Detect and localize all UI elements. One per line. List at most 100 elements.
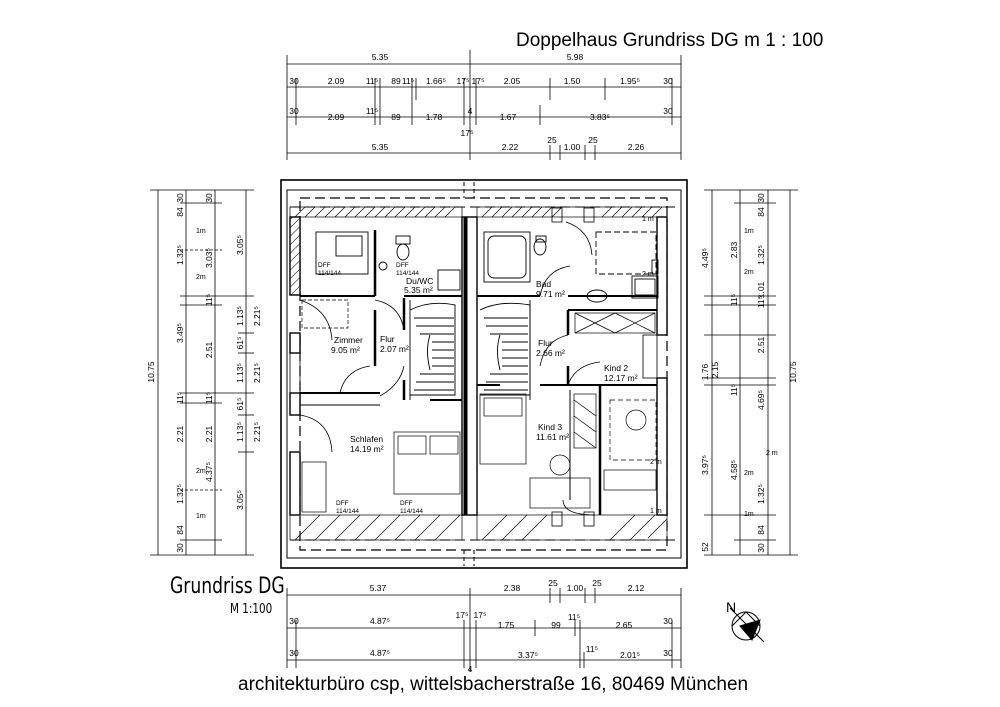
dim-label: 30: [756, 193, 766, 203]
dim-label: 4: [468, 106, 473, 116]
dim-label: 11⁵: [204, 294, 214, 306]
dim-label: 2.21⁵: [252, 306, 262, 326]
dim-label: 4.69⁵: [756, 390, 766, 410]
dim-label: 61⁵: [235, 337, 245, 350]
room-name: Schlafen: [350, 434, 383, 444]
dimension-lines-right: [704, 189, 798, 556]
dim-label: 1.67: [500, 112, 517, 122]
dimension-lines-top: [286, 50, 682, 160]
staircase-right: [479, 300, 531, 400]
dim-label: 1.32⁵: [175, 484, 185, 504]
dim-label: 84: [756, 207, 766, 217]
dim-label: 4.87⁵: [370, 648, 390, 658]
window-label: DFF: [318, 262, 331, 269]
window-size: 114/144: [396, 270, 419, 277]
height-mark: 1 m: [642, 216, 654, 223]
staircase-left: [409, 300, 456, 400]
dimension-lines-left: [150, 189, 254, 556]
dim-label: 1.50: [564, 76, 581, 86]
room-area: 2.07 m²: [380, 344, 409, 354]
dim-label: 30: [175, 193, 185, 203]
north-arrow-icon: [729, 607, 765, 643]
dim-label: 11⁵: [366, 76, 378, 86]
dim-label: 1.75: [498, 620, 515, 630]
dim-label: 1.32⁵: [756, 245, 766, 265]
height-mark: 1m: [744, 511, 754, 518]
dim-label: 3.97⁵: [700, 455, 710, 475]
room-area: 9.71 m²: [536, 289, 565, 299]
window-size: 114/144: [318, 270, 341, 277]
window-size: 114/144: [400, 508, 423, 515]
dim-label: 11⁵: [586, 644, 598, 654]
plan-scale: M 1:100: [230, 602, 273, 617]
dim-label: 84: [175, 207, 185, 217]
dim-label: 2.05: [504, 76, 521, 86]
dim-labels-top: 5.35 5.98 30 2.09 11⁵ 89 11⁵ 1.66⁵ 17⁵ 1…: [289, 52, 673, 152]
dim-label: 3.03⁵: [204, 248, 214, 268]
bathroom-fixtures: [315, 231, 659, 303]
roof-hatching: [289, 206, 668, 541]
dim-label: 10.75: [146, 361, 156, 383]
dim-label: 17⁵: [457, 76, 470, 86]
room-area: 11.61 m²: [536, 432, 569, 442]
dim-label: 4: [468, 664, 473, 674]
dim-label: 5.98: [567, 52, 584, 62]
height-mark: 2m: [744, 269, 754, 276]
height-mark: 1m: [196, 513, 206, 520]
dim-label: 4.37⁵: [204, 462, 214, 482]
dim-label: 2.12: [628, 583, 645, 593]
dim-label: 30: [663, 76, 673, 86]
height-mark: 2 m: [650, 459, 662, 466]
dim-label: 3.37⁵: [518, 650, 538, 660]
dim-label: 3.05⁵: [235, 490, 245, 510]
dim-label: 1.00: [564, 142, 581, 152]
height-mark: 1 m: [650, 508, 662, 515]
dim-label: 25: [548, 578, 558, 588]
dim-label: 3.49⁵: [175, 323, 185, 343]
dim-label: 89: [391, 76, 401, 86]
dim-label: 1.32⁵: [175, 245, 185, 265]
drawing-title: Doppelhaus Grundriss DG m 1 : 100: [516, 30, 824, 51]
window-size: 114/144: [336, 508, 359, 515]
dim-labels-right: 10.75 4.49⁵ 1.76 3.97⁵ 52 30 84 1.32⁵ 2.…: [700, 193, 798, 553]
dim-label: 17⁵: [472, 76, 485, 86]
dim-label: 2.26: [628, 142, 645, 152]
dim-label: 30: [289, 648, 299, 658]
dim-label: 84: [756, 525, 766, 535]
window-label: DFF: [396, 262, 409, 269]
dim-label: 1.95⁵: [620, 76, 640, 86]
dim-label: 5.37: [370, 583, 387, 593]
dim-label: 25: [588, 135, 598, 145]
dim-label: 2.22: [502, 142, 519, 152]
dim-label: 2.09: [328, 112, 345, 122]
window-labels: DFF 114/144 DFF 114/144 DFF 114/144 DFF …: [318, 262, 423, 515]
dim-label: 10.75: [788, 361, 798, 383]
dim-label: 1.76: [700, 363, 710, 380]
room-name: Bad: [536, 279, 551, 289]
height-mark: 2m: [196, 468, 206, 475]
dim-label: 52: [700, 542, 710, 552]
height-mark: 2 m: [642, 271, 654, 278]
window-label: DFF: [400, 500, 413, 507]
height-mark: 2 m: [766, 450, 778, 457]
dim-label: 84: [175, 525, 185, 535]
room-area: 14.19 m²: [350, 444, 384, 454]
dim-label: 2.01⁵: [620, 650, 640, 660]
room-name: Zimmer: [334, 335, 363, 345]
dim-label: 1.66⁵: [426, 76, 446, 86]
dim-label: 25: [547, 135, 557, 145]
north-label: N: [726, 599, 736, 615]
dim-label: 2.65: [616, 620, 633, 630]
dim-label: 2.15: [710, 361, 720, 378]
dim-label: 4.58⁵: [729, 460, 739, 480]
dim-label: 4.87⁵: [370, 616, 390, 626]
dim-label: 30: [289, 106, 299, 116]
room-area: 12.17 m²: [604, 373, 638, 383]
room-name: Du/WC: [406, 276, 433, 286]
dim-label: 2.51: [756, 336, 766, 353]
room-name: Flur: [380, 334, 395, 344]
dim-label: 11⁵: [402, 76, 414, 86]
dim-label: 11⁵: [366, 106, 378, 116]
architect-address: architekturbüro csp, wittelsbacherstraße…: [238, 674, 749, 695]
